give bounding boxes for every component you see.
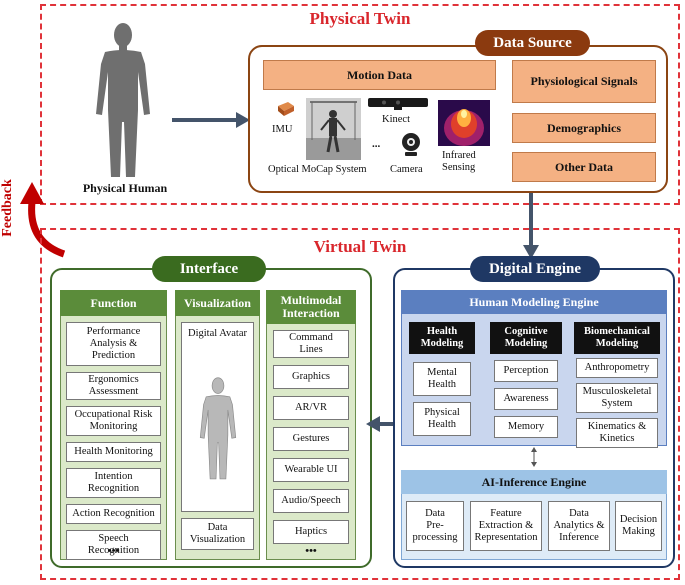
function-item: Speech Recognition xyxy=(66,530,161,560)
ai-inference-engine-header: AI-Inference Engine xyxy=(401,470,667,494)
biomechanical-modeling-header: Biomechanical Modeling xyxy=(574,322,660,354)
ai-inference-item: Feature Extraction & Representation xyxy=(470,501,542,551)
kinect-label: Kinect xyxy=(382,114,410,125)
biomechanical-modeling-item: Musculoskeletal System xyxy=(576,383,658,413)
physical-twin-zone xyxy=(40,4,680,205)
biomechanical-modeling-item: Kinematics & Kinetics xyxy=(576,418,658,448)
cognitive-modeling-item: Awareness xyxy=(494,388,558,410)
imu-label: IMU xyxy=(272,124,293,135)
digital-avatar-label: Digital Avatar xyxy=(188,328,247,339)
function-item: Action Recognition xyxy=(66,504,161,524)
arrow-data-to-engine xyxy=(523,193,539,259)
interaction-item: AR/VR xyxy=(273,396,349,420)
demographics-box: Demographics xyxy=(512,113,656,143)
interface-title: Interface xyxy=(152,256,266,282)
cognitive-modeling-header: Cognitive Modeling xyxy=(490,322,562,354)
digital-engine-title: Digital Engine xyxy=(470,256,600,282)
feedback-label: Feedback xyxy=(0,179,15,237)
hme-ai-double-arrow xyxy=(531,447,537,467)
visualization-header: Visualization xyxy=(175,290,260,316)
function-item: Intention Recognition xyxy=(66,468,161,498)
camera-icon xyxy=(402,133,420,156)
data-source-title: Data Source xyxy=(475,30,590,56)
arrow-human-to-data-source xyxy=(172,112,250,128)
multimodal-header: Multimodal Interaction xyxy=(266,290,356,324)
other-data-box: Other Data xyxy=(512,152,656,182)
function-header: Function xyxy=(60,290,167,316)
function-item: Performance Analysis & Prediction xyxy=(66,322,161,366)
health-modeling-item: Mental Health xyxy=(413,362,471,396)
digital-avatar-icon xyxy=(199,377,237,480)
arrow-engine-to-interface xyxy=(366,416,396,432)
interaction-item: Audio/Speech xyxy=(273,489,349,513)
interaction-item: Haptics xyxy=(273,520,349,544)
kinect-icon xyxy=(368,98,428,110)
function-more-dots: ••• xyxy=(107,545,120,557)
interaction-item: Command Lines xyxy=(273,330,349,358)
multimodal-more-dots: ••• xyxy=(305,545,317,557)
motion-data-header: Motion Data xyxy=(263,60,496,90)
camera-label: Camera xyxy=(390,164,423,175)
more-sensors-ellipsis: ... xyxy=(372,138,381,150)
infrared-image-icon xyxy=(438,100,490,146)
infrared-label: Infrared Sensing xyxy=(442,150,476,173)
human-modeling-engine-header: Human Modeling Engine xyxy=(401,290,667,314)
interaction-item: Graphics xyxy=(273,365,349,389)
physical-human-icon xyxy=(96,23,150,177)
ai-inference-item: Data Pre- processing xyxy=(406,501,464,551)
function-item: Occupational Risk Monitoring xyxy=(66,406,161,436)
function-item: Health Monitoring xyxy=(66,442,161,462)
mocap-image-icon xyxy=(306,98,361,160)
health-modeling-header: Health Modeling xyxy=(409,322,475,354)
physical-twin-title: Physical Twin xyxy=(309,9,411,28)
physiological-signals-box: Physiological Signals xyxy=(512,60,656,103)
cognitive-modeling-item: Perception xyxy=(494,360,558,382)
physical-human-label: Physical Human xyxy=(82,180,168,195)
virtual-twin-title: Virtual Twin xyxy=(313,237,407,256)
function-item: Ergonomics Assessment xyxy=(66,372,161,400)
imu-icon xyxy=(278,102,294,116)
interaction-item: Wearable UI xyxy=(273,458,349,482)
biomechanical-modeling-item: Anthropometry xyxy=(576,358,658,378)
mocap-label: Optical MoCap System xyxy=(268,164,367,175)
virtual-twin-zone xyxy=(40,228,680,580)
feedback-arrow xyxy=(20,182,66,258)
cognitive-modeling-item: Memory xyxy=(494,416,558,438)
health-modeling-item: Physical Health xyxy=(413,402,471,436)
ai-inference-item: Data Analytics & Inference xyxy=(548,501,610,551)
data-visualization-box: Data Visualization xyxy=(181,518,254,550)
ai-inference-item: Decision Making xyxy=(615,501,662,551)
interaction-item: Gestures xyxy=(273,427,349,451)
